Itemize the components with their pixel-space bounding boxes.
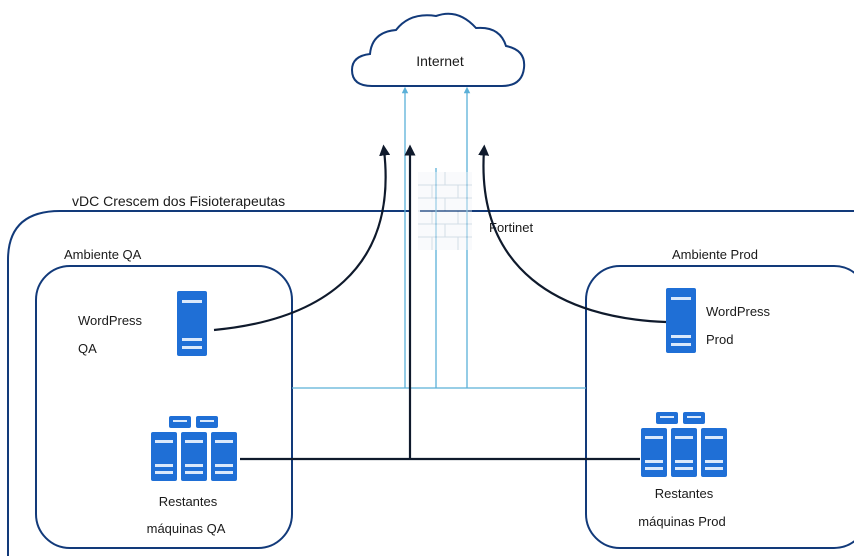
environment-prod: Ambiente Prod	[585, 247, 854, 549]
server-icon	[177, 291, 207, 356]
wordpress-prod: WordPress Prod	[666, 288, 771, 353]
dark-uplink-qa	[213, 144, 391, 332]
wordpress-prod-line1: WordPress	[706, 304, 771, 319]
other-machines-qa: Restantes máquinas QA	[147, 416, 237, 536]
other-prod-line1: Restantes	[655, 486, 714, 501]
wordpress-prod-line2: Prod	[706, 332, 733, 347]
other-prod-line2: máquinas Prod	[638, 514, 725, 529]
qa-frame	[35, 265, 293, 549]
other-machines-prod: Restantes máquinas Prod	[638, 412, 727, 529]
server-cluster-icon	[641, 412, 727, 477]
dark-uplink-prod	[478, 144, 667, 324]
firewall-label: Fortinet	[489, 220, 533, 235]
vdc-frame: vDC Crescem dos Fisioterapeutas	[7, 193, 854, 556]
internet-label: Internet	[416, 53, 464, 69]
other-qa-line1: Restantes	[159, 494, 218, 509]
server-cluster-icon	[151, 416, 237, 481]
other-qa-line2: máquinas QA	[147, 521, 226, 536]
prod-label: Ambiente Prod	[672, 247, 758, 262]
wordpress-qa-line2: QA	[78, 341, 97, 356]
firewall: Fortinet	[418, 172, 533, 250]
server-icon	[666, 288, 696, 353]
environment-qa: Ambiente QA	[35, 247, 293, 549]
vdc-border	[7, 210, 854, 556]
prod-frame	[585, 265, 854, 549]
vdc-label: vDC Crescem dos Fisioterapeutas	[72, 193, 285, 209]
server-links	[213, 144, 667, 461]
wordpress-qa-line1: WordPress	[78, 313, 143, 328]
wordpress-qa: WordPress QA	[78, 291, 207, 356]
firewall-brick-icon	[418, 172, 472, 250]
qa-label: Ambiente QA	[64, 247, 142, 262]
internet-links	[292, 86, 586, 389]
internet-cloud: Internet	[350, 12, 526, 87]
cloud-icon	[350, 12, 526, 87]
